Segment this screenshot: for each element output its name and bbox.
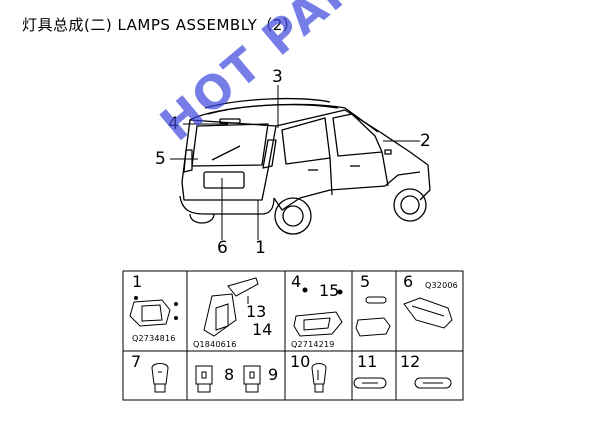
callout-1: 1 — [255, 238, 266, 258]
rear-lamp-part — [203, 277, 259, 337]
bulb-9 — [243, 365, 261, 393]
license-lamp-part — [293, 287, 343, 337]
cell-3-number: 4 — [291, 272, 302, 291]
callout-6: 6 — [217, 238, 228, 258]
cell-7-number: 8 — [224, 365, 235, 384]
cell-7-label-9: 9 — [268, 365, 279, 384]
cell-6-number: 7 — [131, 352, 142, 371]
cell-10-number: 12 — [400, 352, 421, 371]
cell-5-number: 6 — [403, 272, 414, 291]
cell-2-label-13: 13 — [246, 302, 267, 321]
bulb-7 — [151, 363, 169, 393]
rear-fog-lamp-part — [403, 297, 453, 329]
bulb-8 — [195, 365, 213, 393]
cell-1-code: Q2734816 — [132, 334, 176, 343]
tail-lamp-part — [129, 296, 178, 327]
cell-5-code: Q32006 — [425, 281, 458, 290]
callout-leaders — [170, 85, 420, 240]
cell-2-code: Q1840616 — [193, 340, 237, 349]
cell-1-number: 1 — [132, 272, 143, 291]
bulb-11 — [353, 377, 387, 389]
bulb-10 — [311, 363, 327, 393]
cell-3-code: Q2714219 — [291, 340, 335, 349]
callout-5: 5 — [155, 149, 166, 169]
high-stop-lamp-part — [355, 296, 391, 337]
parts-grid — [122, 270, 464, 401]
bulb-12 — [414, 377, 452, 389]
callout-4: 4 — [168, 114, 179, 134]
cell-2-label-14: 14 — [252, 320, 273, 339]
cell-9-number: 11 — [357, 352, 378, 371]
cell-4-number: 5 — [360, 272, 371, 291]
cell-3-label-15: 15 — [319, 281, 340, 300]
callout-2: 2 — [420, 131, 431, 151]
page-title: 灯具总成(二) LAMPS ASSEMBLY（2） — [22, 16, 299, 34]
car-illustration — [179, 98, 431, 235]
cell-8-number: 10 — [290, 352, 311, 371]
callout-3: 3 — [272, 67, 283, 87]
